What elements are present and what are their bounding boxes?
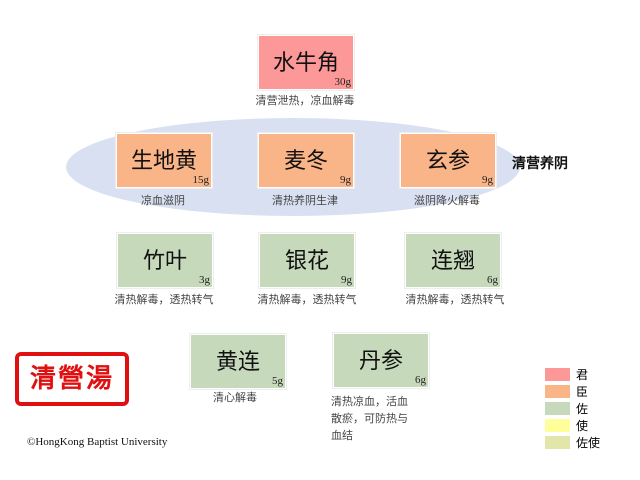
legend-item: 使 xyxy=(545,417,588,434)
herb-desc: 凉血滋阴 xyxy=(141,194,185,207)
herb-name: 麦冬 xyxy=(283,149,328,174)
herb-dose: 9g xyxy=(482,174,493,186)
herb-dose: 30g xyxy=(334,76,352,88)
herb-desc: 滋阴降火解毒 xyxy=(414,194,480,207)
legend-label: 使 xyxy=(576,419,589,433)
herb-dose: 9g xyxy=(340,174,351,186)
herb-box-maidong: 麦冬 9g xyxy=(258,133,354,188)
legend-item: 臣 xyxy=(545,383,588,400)
herb-name: 丹参 xyxy=(358,349,403,374)
legend-item: 君 xyxy=(545,366,588,383)
herb-desc: 清热养阴生津 xyxy=(272,194,338,207)
herb-name: 玄参 xyxy=(425,149,470,174)
herb-name: 连翘 xyxy=(430,249,475,274)
herb-dose: 5g xyxy=(272,375,283,387)
legend-swatch xyxy=(545,419,570,432)
herb-box-lianqiao: 连翘 6g xyxy=(405,233,501,288)
legend-swatch xyxy=(545,385,570,398)
herb-name: 水牛角 xyxy=(272,51,339,76)
herb-desc: 清心解毒 xyxy=(213,391,257,404)
herb-name: 生地黄 xyxy=(130,149,197,174)
herb-box-yinhua: 银花 9g xyxy=(259,233,355,288)
herb-name: 黄连 xyxy=(215,350,260,375)
herb-dose: 3g xyxy=(199,274,210,286)
herb-desc: 清热解毒，透热转气 xyxy=(257,293,357,306)
herb-name: 竹叶 xyxy=(142,249,187,274)
herb-desc: 清热解毒，透热转气 xyxy=(114,293,214,306)
legend-label: 君 xyxy=(576,368,589,382)
herb-desc: 清营泄热，凉血解毒 xyxy=(255,94,355,107)
herb-dose: 9g xyxy=(341,274,352,286)
legend-item: 佐使 xyxy=(545,434,600,451)
herb-dose: 15g xyxy=(192,174,210,186)
herb-dose: 6g xyxy=(487,274,498,286)
herb-box-danshen: 丹参 6g xyxy=(333,333,429,388)
legend-swatch xyxy=(545,402,570,415)
formula-seal: 清營湯 xyxy=(15,352,129,406)
herb-box-zhuye: 竹叶 3g xyxy=(117,233,213,288)
legend-swatch xyxy=(545,368,570,381)
herb-dose: 6g xyxy=(415,374,426,386)
legend-item: 佐 xyxy=(545,400,588,417)
group-label: 清营养阴 xyxy=(512,156,568,172)
herb-name: 银花 xyxy=(284,249,329,274)
legend-label: 臣 xyxy=(576,385,589,399)
copyright: ©HongKong Baptist University xyxy=(27,436,168,448)
legend-label: 佐 xyxy=(576,402,589,416)
legend-label: 佐使 xyxy=(576,436,601,450)
herb-box-huanglian: 黄连 5g xyxy=(190,334,286,389)
legend-swatch xyxy=(545,436,570,449)
herb-box-xuanshen: 玄参 9g xyxy=(400,133,496,188)
herb-desc: 清热解毒，透热转气 xyxy=(405,293,505,306)
herb-desc: 清热凉血，活血散瘀，可防热与血结 xyxy=(331,395,408,442)
